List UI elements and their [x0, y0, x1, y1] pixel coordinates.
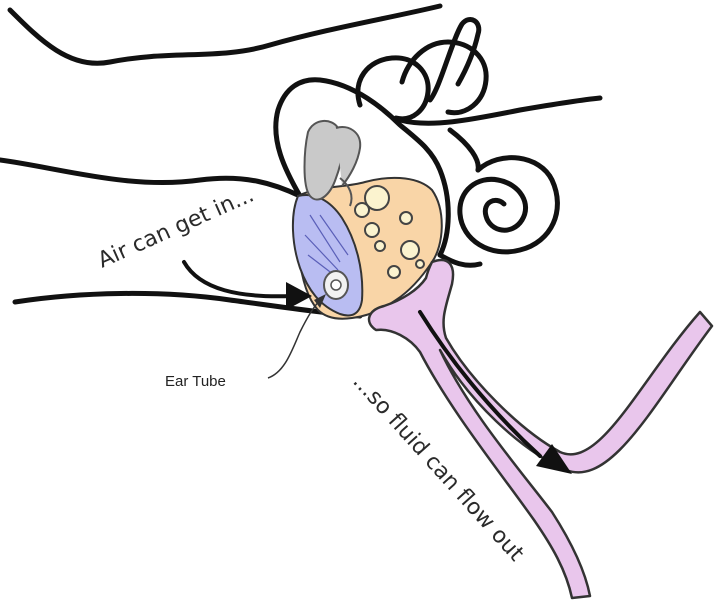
bubbles [354, 185, 425, 279]
air-entry-arrow [182, 260, 312, 310]
air-label: Air can get in... [94, 182, 258, 273]
fluid-flow-arrow [418, 310, 572, 474]
middle-ear-cavity-outline [273, 77, 451, 258]
ear-tube-pointer [267, 294, 326, 379]
ear-tube-label: Ear Tube [165, 373, 226, 390]
ear-tube [323, 270, 349, 300]
inner-ear [355, 17, 603, 268]
eustachian-tube [367, 258, 714, 600]
ossicles [303, 120, 362, 207]
outer-ear-outline [0, 3, 443, 319]
